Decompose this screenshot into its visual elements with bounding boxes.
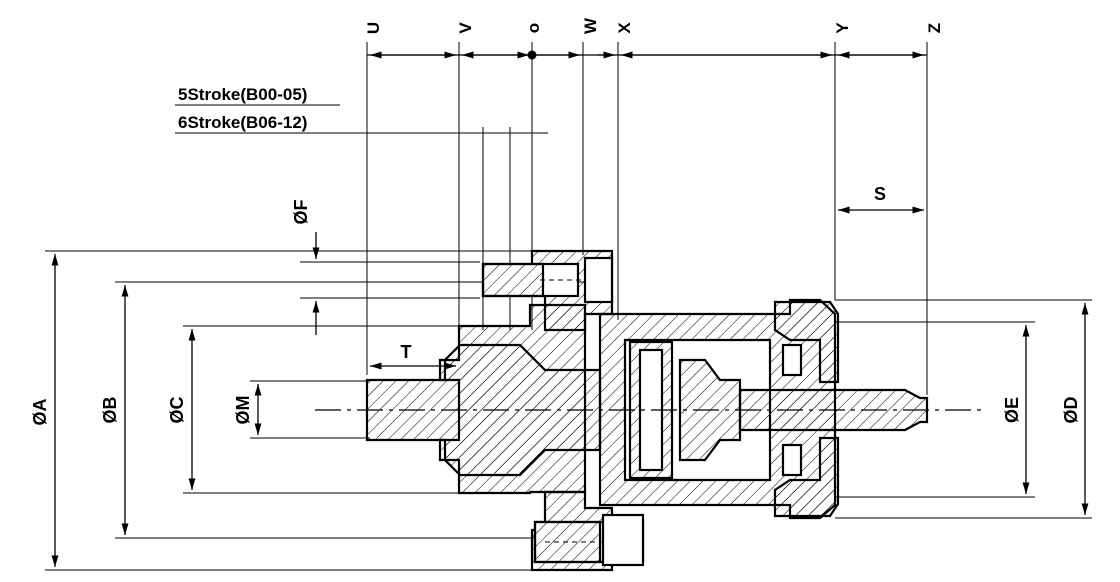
stroke-note-6: 6Stroke(B06-12) xyxy=(178,113,307,132)
bearing-bottom xyxy=(781,443,803,477)
dim-b: ØB xyxy=(100,285,129,535)
dim-a-label: ØA xyxy=(30,398,50,425)
front-cap-bottom xyxy=(773,436,840,518)
label-v: V xyxy=(456,22,475,34)
dim-m: ØM xyxy=(233,384,262,435)
stroke-notes: 5Stroke(B00-05) 6Stroke(B06-12) xyxy=(175,85,548,330)
stroke-note-5: 5Stroke(B00-05) xyxy=(178,85,307,104)
dim-f-label: ØF xyxy=(291,199,311,224)
dim-s-label: S xyxy=(874,184,886,204)
dim-b-label: ØB xyxy=(100,396,120,423)
dim-c: ØC xyxy=(167,329,196,490)
dim-m-label: ØM xyxy=(233,396,253,425)
label-z: Z xyxy=(925,23,944,33)
dim-e-label: ØE xyxy=(1002,397,1022,423)
dim-c-label: ØC xyxy=(167,396,187,423)
dim-s: S xyxy=(838,184,924,214)
top-dimension-chain xyxy=(367,50,927,60)
reference-lines xyxy=(366,42,928,395)
label-u: U xyxy=(364,22,383,34)
screw-top-socket xyxy=(583,256,614,304)
right-extension-lines xyxy=(835,299,1092,519)
screw-bottom-socket xyxy=(601,513,645,567)
label-o: o xyxy=(524,23,543,33)
top-labels: U V o W X Y Z xyxy=(364,17,944,34)
origin-dot xyxy=(527,50,537,60)
label-x: X xyxy=(615,22,634,34)
dim-d-label: ØD xyxy=(1061,396,1081,423)
label-w: W xyxy=(581,17,600,34)
dim-f: ØF xyxy=(291,199,320,335)
bearing-top xyxy=(781,343,803,377)
dim-d: ØD xyxy=(1061,303,1089,515)
front-cap-top xyxy=(773,300,840,384)
dim-t-label: T xyxy=(401,342,412,362)
dim-a: ØA xyxy=(30,254,59,567)
label-y: Y xyxy=(833,22,852,34)
dim-e: ØE xyxy=(1002,325,1030,494)
screw-top-head xyxy=(481,262,545,298)
